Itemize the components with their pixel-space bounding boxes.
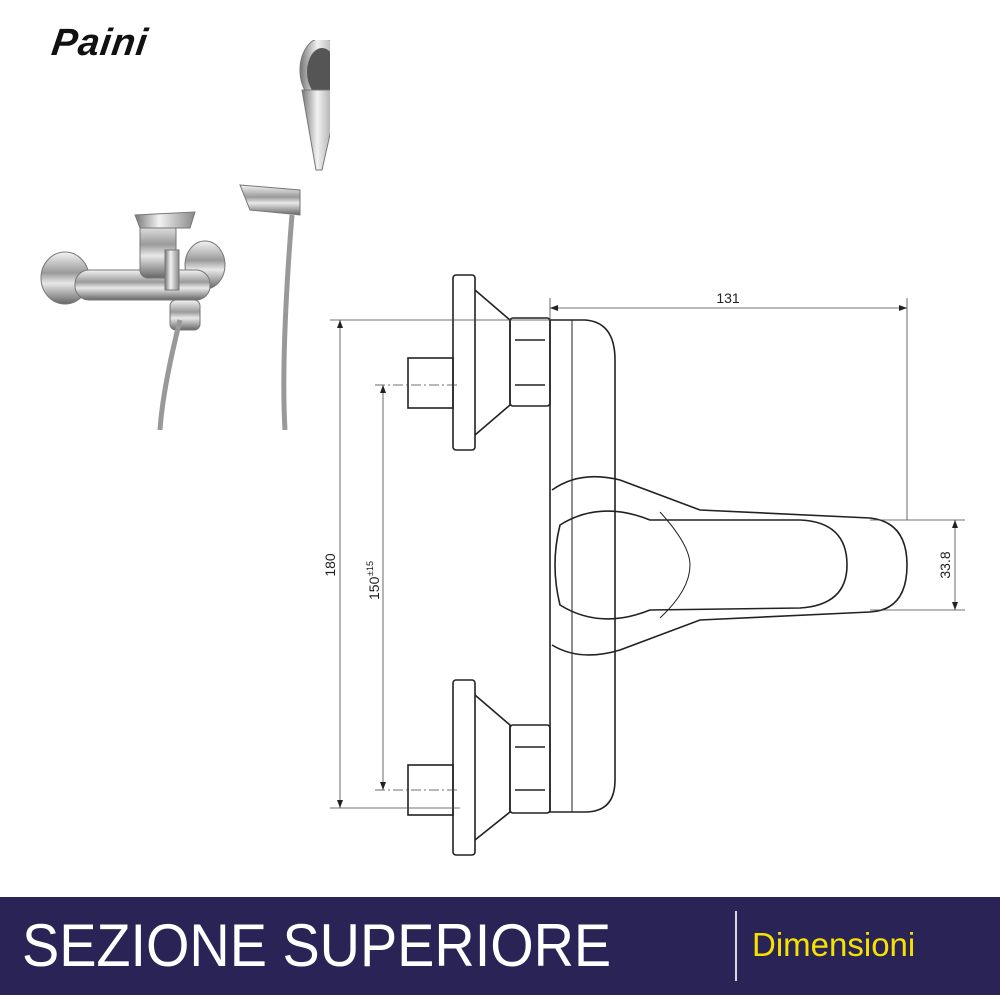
mixer-body <box>549 319 616 813</box>
top-flange <box>452 274 476 451</box>
dimension-lines <box>330 298 965 809</box>
top-inlet <box>407 357 454 409</box>
bottom-flange <box>452 679 476 856</box>
top-nut <box>509 317 551 407</box>
dim-lever: 33.8 <box>937 551 953 578</box>
bottom-nut <box>509 724 551 814</box>
banner-divider <box>735 911 737 981</box>
product-photo <box>40 40 330 431</box>
technical-drawing: 131 180 150 ±15 33.8 <box>322 274 965 856</box>
banner-subtitle: Dimensioni <box>752 926 916 963</box>
banner-title: SEZIONE SUPERIORE <box>22 912 612 979</box>
dimension-arrows <box>337 305 958 808</box>
mixer-photo <box>40 211 226 431</box>
dim-width: 131 <box>716 290 740 306</box>
section-banner: SEZIONE SUPERIORE Dimensioni <box>0 897 1000 995</box>
dim-centers-tolerance: ±15 <box>365 561 375 576</box>
faucet-outline <box>407 274 908 856</box>
dim-height: 180 <box>322 553 338 577</box>
dim-centers: 150 <box>366 576 382 600</box>
lever <box>551 475 908 656</box>
hand-shower-photo <box>239 40 330 431</box>
